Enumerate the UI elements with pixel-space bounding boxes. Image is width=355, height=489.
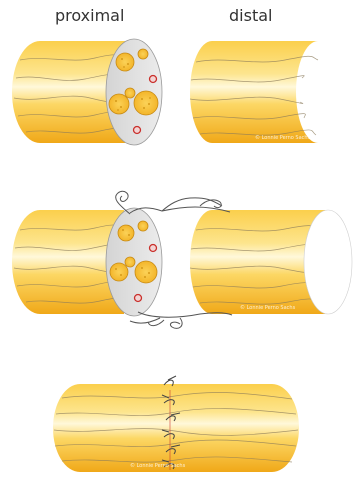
repaired-nerve-body xyxy=(53,384,299,472)
blood-vessel xyxy=(150,76,157,83)
distal-nerve-stump: © Lonnie Perno Sachs xyxy=(190,210,352,314)
fascicle xyxy=(110,263,128,281)
watermark: © Lonnie Perno Sachs xyxy=(240,304,296,311)
proximal-cut-face xyxy=(106,208,162,316)
proximal-nerve-stump xyxy=(12,39,162,145)
distal-nerve-stump: © Lonnie Perno Sachs xyxy=(190,41,318,143)
fascicle xyxy=(109,94,129,114)
proximal-cut-face xyxy=(106,39,162,145)
blood-vessel xyxy=(150,245,157,252)
fascicle xyxy=(138,49,148,59)
watermark: © Lonnie Perno Sachs xyxy=(130,462,186,469)
fascicle xyxy=(134,91,158,115)
fascicle xyxy=(138,221,148,231)
suture-bottom xyxy=(138,312,232,317)
suture-loop-bottom xyxy=(170,318,182,328)
distal-cut-face xyxy=(304,210,352,314)
blood-vessel xyxy=(134,127,141,134)
proximal-label: proximal xyxy=(55,6,124,25)
distal-label: distal xyxy=(229,6,272,25)
blood-vessel xyxy=(135,295,142,302)
panel-suture-placement: © Lonnie Perno Sachs xyxy=(12,191,352,328)
fascicle xyxy=(118,225,134,241)
fascicle xyxy=(135,261,157,283)
watermark: © Lonnie Perno Sachs xyxy=(255,134,311,141)
proximal-nerve-stump xyxy=(12,208,162,316)
panel-repaired-nerve: © Lonnie Perno Sachs xyxy=(53,376,299,472)
suture-thread xyxy=(148,320,164,326)
fascicle xyxy=(125,257,135,267)
fascicle xyxy=(116,53,134,71)
fascicle xyxy=(125,88,135,98)
panel-cut-nerve-ends: © Lonnie Perno Sachs xyxy=(12,39,318,145)
suture-tail xyxy=(130,318,160,323)
